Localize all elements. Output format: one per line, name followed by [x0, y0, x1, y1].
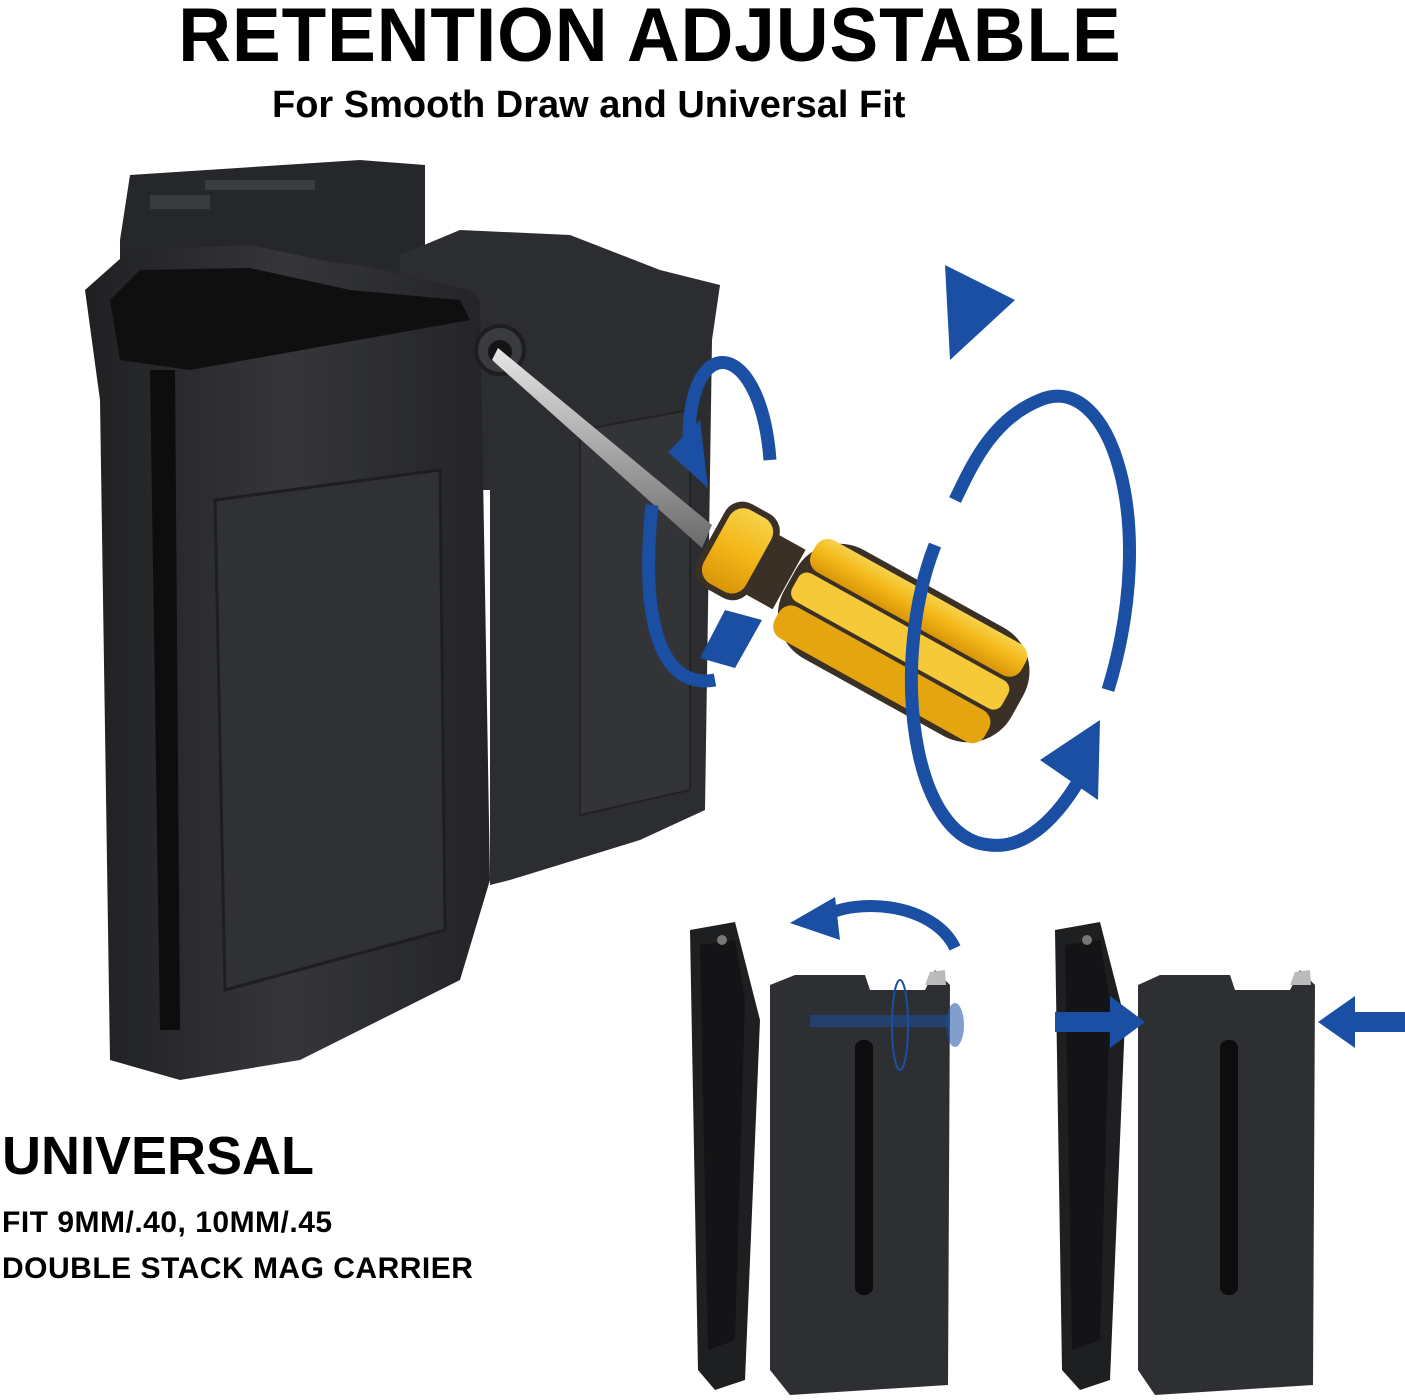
feature-line-calibers: FIT 9MM/.40, 10MM/.45 — [2, 1206, 333, 1239]
rotate-arrowheads — [668, 265, 1100, 800]
page-title: RETENTION ADJUSTABLE — [178, 0, 1122, 78]
side-view-right — [1055, 922, 1405, 1395]
rotate-arrows — [642, 356, 1137, 852]
page-subtitle: For Smooth Draw and Universal Fit — [272, 84, 906, 126]
feature-line-carrier-type: DOUBLE STACK MAG CARRIER — [2, 1252, 474, 1285]
screwdriver — [492, 348, 1030, 744]
side-view-left — [690, 897, 964, 1395]
feature-heading: UNIVERSAL — [2, 1126, 315, 1186]
main-carrier — [85, 160, 720, 1080]
